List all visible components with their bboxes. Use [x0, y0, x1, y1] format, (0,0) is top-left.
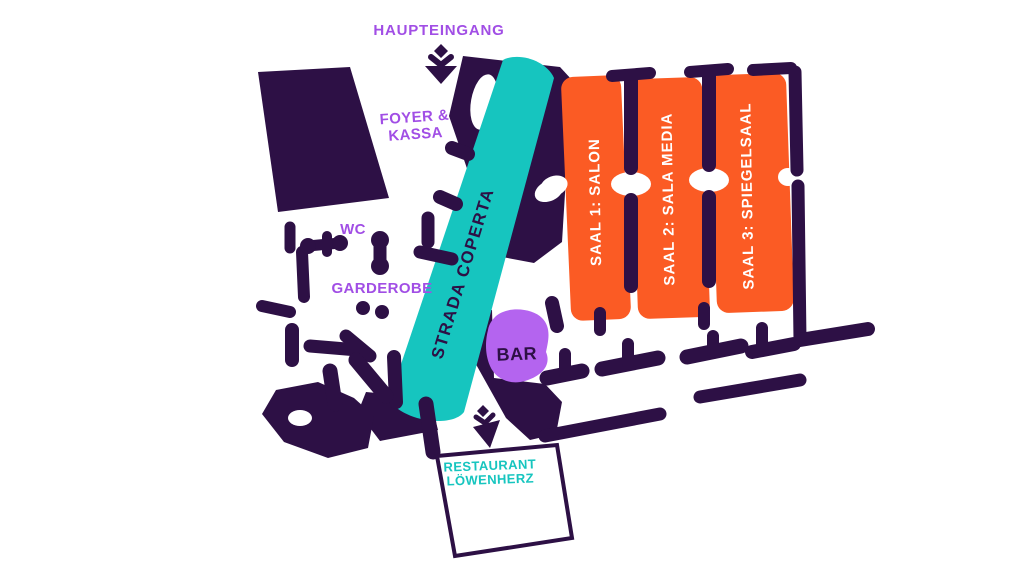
- bar-top-stub: [545, 296, 564, 333]
- wall-bottomleft-blob: [262, 382, 374, 458]
- wall-block-topleft: [258, 67, 389, 212]
- garderobe-wall-2: [413, 245, 459, 266]
- bar-area: [486, 309, 549, 383]
- halls-layer: [561, 73, 794, 321]
- restaurant-label-line1: RESTAURANT: [443, 456, 536, 474]
- maze-wall-8: [256, 300, 296, 318]
- divider-top-caps: [606, 62, 797, 82]
- wall-bottom-diagonal-1: [538, 407, 667, 443]
- bottomleft-blob-notch: [288, 410, 312, 426]
- foyer-kassa-label-line1: FOYER &: [379, 107, 450, 129]
- maze-wall-6: [348, 352, 394, 404]
- saal-2-label: SAAL 2: SALA MEDIA: [658, 112, 678, 285]
- arrows-fill: [425, 44, 500, 448]
- wc-label: WC: [340, 221, 366, 238]
- garderobe-label: GARDEROBE: [331, 280, 432, 297]
- maze-wall-4: [387, 350, 403, 409]
- door-posts: [594, 302, 710, 336]
- wall-bulbs: [300, 231, 389, 319]
- wall-bottom-diagonal-2: [693, 373, 807, 404]
- entrance-arrow-chevron: [428, 54, 454, 68]
- foyer-kassa-label-line2: KASSA: [388, 124, 444, 145]
- maze-wall-3: [322, 363, 343, 412]
- hall-saal-2: [630, 77, 710, 319]
- saal-1-label: SAAL 1: SALON: [586, 138, 605, 266]
- restaurant-label-line2: LÖWENHERZ: [446, 470, 534, 488]
- restaurant-arrow-icon: [473, 405, 500, 448]
- restaurant-area: [434, 442, 575, 559]
- maze-wall-5: [339, 329, 377, 363]
- maze-wall-7: [296, 246, 310, 303]
- wall-restaurant-left: [418, 396, 441, 460]
- strada-side-stub-1: [445, 141, 475, 161]
- strada-side-stub-2: [433, 190, 463, 211]
- maze-wall-2: [303, 339, 365, 357]
- door-gaps-halls: [540, 168, 798, 197]
- restaurant-arrow-chevron: [473, 412, 496, 426]
- hall-saal-3: [709, 73, 794, 313]
- wall-right-of-saal3: [788, 65, 807, 347]
- bar-label: BAR: [496, 343, 537, 364]
- walls-stroke-layer: [256, 54, 875, 460]
- hall-saal-1: [561, 75, 631, 321]
- haupteingang-label: HAUPTEINGANG: [373, 22, 504, 39]
- wall-right-foot: [745, 322, 875, 359]
- saal-3-label: SAAL 3: SPIEGELSAAL: [737, 102, 757, 289]
- entrance-arrow-icon: [425, 44, 457, 84]
- strada-coperta-corridor: [389, 56, 554, 422]
